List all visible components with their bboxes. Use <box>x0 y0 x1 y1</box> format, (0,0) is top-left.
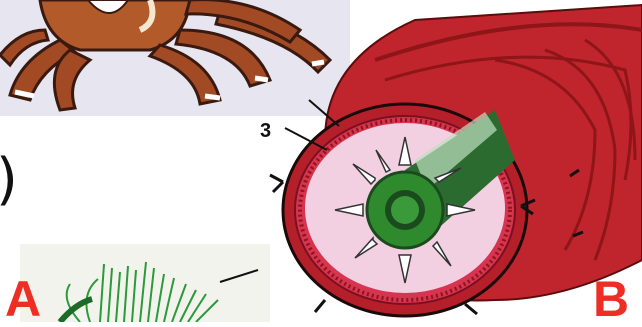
plant-illustration <box>20 244 270 322</box>
plant-drawing <box>20 244 270 322</box>
panel-label-b: B <box>593 274 629 324</box>
worm-drawing <box>265 0 642 322</box>
partial-glyph: ) <box>0 152 18 208</box>
annelid-cross-section <box>265 0 642 322</box>
panel-label-a: A <box>5 274 41 324</box>
callout-number-label: 3 <box>260 120 271 143</box>
